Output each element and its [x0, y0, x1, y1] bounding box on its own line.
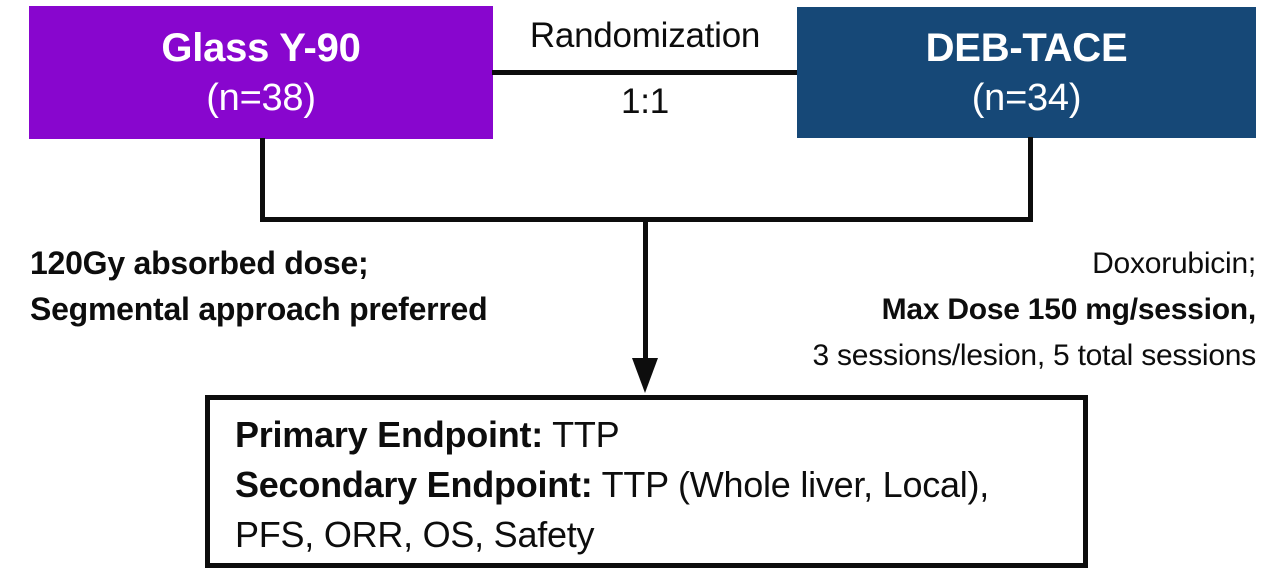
arrow-down-shaft: [643, 219, 648, 362]
arm-box-glass-y90: Glass Y-90 (n=38): [29, 6, 493, 139]
arm-debtace-sample-size: (n=34): [971, 76, 1082, 119]
arrow-down-icon: [632, 358, 658, 393]
randomization-line: [492, 70, 797, 75]
note-debtace-dosing-line2: Max Dose 150 mg/session,: [881, 293, 1257, 326]
arm-glass-title: Glass Y-90: [161, 25, 361, 70]
primary-endpoint-line: Primary Endpoint: TTP: [235, 410, 1075, 460]
connector-vertical-right: [1028, 137, 1033, 222]
secondary-endpoint-value: TTP (Whole liver, Local),: [592, 464, 990, 505]
note-glass-dosing-line2: Segmental approach preferred: [30, 291, 488, 327]
arm-box-deb-tace: DEB-TACE (n=34): [797, 7, 1256, 138]
note-debtace-dosing: Doxorubicin; Max Dose 150 mg/session, 3 …: [812, 241, 1256, 379]
endpoints-box: Primary Endpoint: TTP Secondary Endpoint…: [205, 395, 1088, 568]
note-debtace-dosing-line3: 3 sessions/lesion, 5 total sessions: [812, 339, 1256, 372]
secondary-endpoint-label: Secondary Endpoint:: [235, 464, 593, 505]
secondary-endpoint-continued: PFS, ORR, OS, Safety: [235, 514, 595, 555]
note-glass-dosing-line1: 120Gy absorbed dose;: [30, 245, 369, 281]
arm-debtace-title: DEB-TACE: [925, 25, 1128, 70]
randomization-ratio: 1:1: [621, 82, 669, 121]
note-debtace-dosing-line1: Doxorubicin;: [1092, 247, 1256, 280]
secondary-endpoint-line: Secondary Endpoint: TTP (Whole liver, Lo…: [235, 460, 1075, 510]
primary-endpoint-label: Primary Endpoint:: [235, 414, 543, 455]
randomization-label: Randomization: [529, 16, 761, 55]
connector-vertical-left: [260, 138, 265, 222]
primary-endpoint-value: TTP: [542, 414, 620, 455]
arm-glass-sample-size: (n=38): [206, 76, 316, 119]
note-glass-dosing: 120Gy absorbed dose; Segmental approach …: [30, 240, 488, 332]
